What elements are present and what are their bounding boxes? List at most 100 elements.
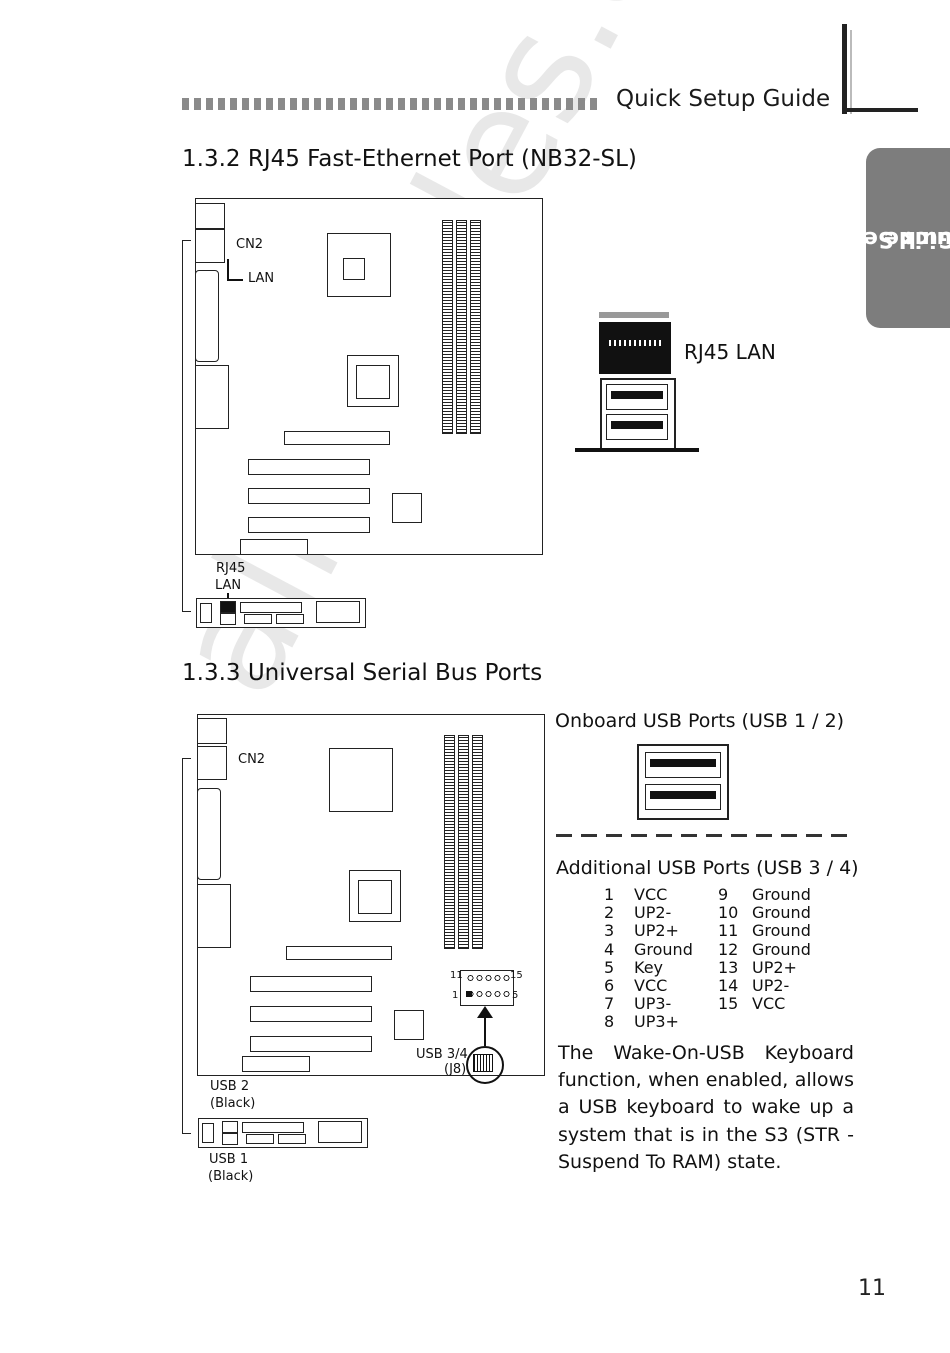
- rj45-lan-label: RJ45 LAN: [684, 340, 776, 364]
- corner-mark-shadow: [850, 30, 852, 114]
- io-chip: [394, 1010, 424, 1040]
- lan-pointer-line: [227, 259, 229, 281]
- port-block: [197, 718, 227, 744]
- pin-number: 8: [604, 1012, 615, 1032]
- pci-slot: [248, 488, 370, 504]
- pci-slot: [248, 517, 370, 533]
- pci-slot: [250, 1006, 372, 1022]
- label-rj45: RJ45: [216, 561, 246, 576]
- pin-signal: VCC: [752, 994, 786, 1014]
- rj45-port-small: [220, 601, 236, 613]
- pin-number: 15: [718, 994, 739, 1014]
- port-block: [197, 746, 227, 780]
- ps2-ports: [200, 603, 212, 623]
- onboard-usb-illustration: [637, 744, 729, 820]
- lan-pointer-line: [227, 279, 243, 281]
- label-usb34: USB 3/4: [416, 1047, 468, 1062]
- pin-number: 7: [604, 994, 615, 1014]
- pin-number: 11: [718, 921, 739, 941]
- motherboard-diagram-rj45: CN2 LAN RJ45 LAN: [180, 195, 550, 635]
- pin-number: 13: [718, 957, 739, 977]
- pin-number: 4: [604, 939, 615, 959]
- cpu-socket-center: [343, 258, 365, 280]
- rj45-port-illustration: [575, 308, 700, 458]
- parallel-port: [242, 1122, 304, 1133]
- additional-usb-heading: Additional USB Ports (USB 3 / 4): [556, 857, 859, 879]
- connector-block: [197, 884, 231, 948]
- header-pins-bottom: [466, 990, 510, 998]
- onboard-usb-heading: Onboard USB Ports (USB 1 / 2): [555, 710, 845, 732]
- agp-slot: [286, 946, 392, 960]
- port-block: [195, 203, 225, 229]
- usb-top-port: [645, 752, 721, 778]
- pci-slot: [248, 459, 370, 475]
- agp-slot: [284, 431, 390, 445]
- label-usb2: USB 2: [210, 1079, 250, 1094]
- connector-block: [197, 788, 221, 880]
- io-chip: [392, 493, 422, 523]
- pin-label-1: 1: [452, 990, 459, 1001]
- pin-number: 9: [718, 885, 729, 904]
- amr-slot: [240, 539, 308, 555]
- usb-top-port: [606, 384, 668, 410]
- pin-number: 3: [604, 921, 615, 941]
- dimm-slot: [456, 220, 467, 434]
- pin-number: [718, 1013, 752, 1031]
- pin-number: 5: [604, 957, 615, 977]
- game-port: [316, 601, 360, 623]
- pinout-row: 3 UP2+ 11 Ground: [604, 922, 815, 940]
- pin-number: 2: [604, 903, 615, 923]
- pin-signal: VCC: [634, 976, 668, 996]
- pin-signal: UP2+: [634, 921, 679, 941]
- serial-port: [244, 614, 272, 624]
- label-usb1: USB 1: [209, 1152, 249, 1167]
- dashed-separator: [556, 834, 854, 837]
- usb2-port-small: [222, 1121, 238, 1133]
- pci-slot: [250, 1036, 372, 1052]
- pin-number: 10: [718, 903, 739, 923]
- wake-on-usb-note: The Wake-On-USB Keyboard function, when …: [558, 1042, 854, 1173]
- label-rj45-lan: LAN: [215, 578, 242, 593]
- pin-signal: Key: [634, 957, 664, 977]
- motherboard-diagram-usb: CN2 11 15 1 5 USB 3/4 (J8) USB 2 (Black)…: [180, 708, 550, 1188]
- pin-signal: VCC: [634, 885, 668, 904]
- pin-signal: UP3-: [634, 994, 672, 1014]
- section-heading-rj45: 1.3.2 RJ45 Fast-Ethernet Port (NB32-SL): [182, 146, 637, 172]
- pin-signal: Ground: [752, 903, 811, 923]
- pci-slot: [250, 976, 372, 992]
- rj45-jack: [599, 322, 671, 374]
- pin-signal: [752, 1013, 815, 1031]
- pin-number: 1: [604, 885, 615, 904]
- dimm-slot: [472, 735, 483, 949]
- cpu-socket: [329, 748, 393, 812]
- chipset-die: [358, 880, 392, 914]
- dimm-slot: [444, 735, 455, 949]
- connector-block: [195, 365, 229, 429]
- pin-number: 14: [718, 976, 739, 996]
- chipset-die: [356, 365, 390, 399]
- dimm-slot: [470, 220, 481, 434]
- pin-number: 12: [718, 939, 739, 959]
- board-bracket: [182, 240, 191, 612]
- arrow-shaft: [484, 1016, 486, 1046]
- serial-port: [278, 1134, 306, 1144]
- header-dot-rule: [182, 98, 602, 110]
- dimm-slot: [442, 220, 453, 434]
- game-port: [318, 1121, 362, 1143]
- usb-bottom-port: [645, 784, 721, 810]
- pin-label-5: 5: [512, 990, 519, 1001]
- label-usb1-color: (Black): [208, 1169, 254, 1184]
- label-usb2-color: (Black): [210, 1096, 256, 1111]
- label-j8: (J8): [444, 1062, 467, 1077]
- label-lan: LAN: [248, 271, 275, 286]
- parallel-port: [240, 602, 302, 613]
- pin-label-15: 15: [510, 970, 523, 981]
- pin-signal: Ground: [752, 921, 811, 941]
- pin-signal: Ground: [634, 939, 693, 959]
- corner-mark-vertical: [842, 24, 847, 114]
